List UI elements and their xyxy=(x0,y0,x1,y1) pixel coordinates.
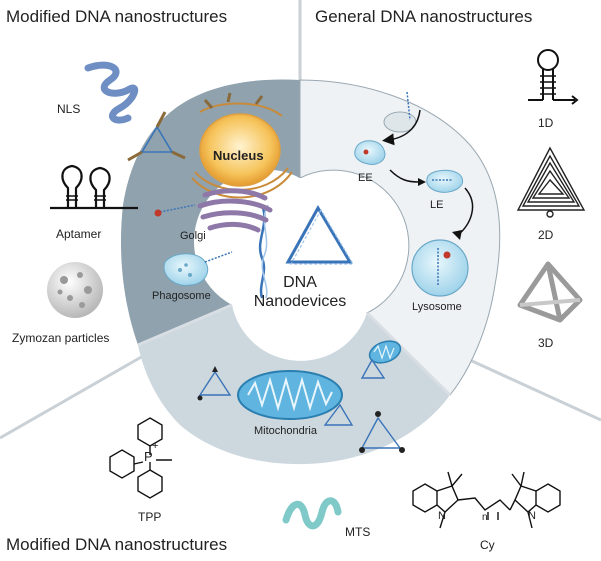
lysosome-icon xyxy=(411,239,469,297)
tpp-charge: + xyxy=(152,440,159,452)
nucleus-label: Nucleus xyxy=(213,148,264,163)
mito-dna-triangle-icons xyxy=(198,358,402,449)
dna-2d-icon xyxy=(516,146,586,218)
dna-3d-icon xyxy=(517,261,583,323)
center-label: DNA Nanodevices xyxy=(246,273,354,311)
golgi-dna-icon xyxy=(154,204,196,217)
mitochondria-icon xyxy=(237,370,343,420)
tpp-structure-icon xyxy=(109,417,172,499)
nls-label: NLS xyxy=(57,102,81,116)
arrow-to-ee-icon xyxy=(382,109,421,146)
aptamer-icon xyxy=(50,164,138,210)
cy-index: n xyxy=(482,512,488,523)
mts-icon xyxy=(282,497,342,530)
mitochondria-label: Mitochondria xyxy=(254,425,317,437)
le-label: LE xyxy=(430,199,444,211)
late-endosome-icon xyxy=(426,169,464,193)
center-label-line1: DNA xyxy=(283,274,317,291)
endocytosis-pit-icon xyxy=(383,91,417,133)
nls-dna-triangle-icon xyxy=(127,111,186,162)
mitochondria-small-icon xyxy=(368,340,402,364)
zymozan-particle-icon xyxy=(47,262,103,318)
cy-n-right: N xyxy=(528,510,536,522)
aptamer-label: Aptamer xyxy=(56,227,102,241)
section-title-top-right: General DNA nanostructures xyxy=(315,7,533,26)
golgi-label: Golgi xyxy=(180,230,206,242)
phagosome-icon xyxy=(163,251,233,286)
dna-3d-label: 3D xyxy=(538,336,554,350)
nls-icon xyxy=(84,61,139,124)
cell-region-right xyxy=(299,79,501,396)
mts-label: MTS xyxy=(345,525,371,539)
cy-n-left: N xyxy=(438,510,446,522)
tpp-phosphorus-atom: P xyxy=(144,449,153,464)
dna-2d-label: 2D xyxy=(538,228,554,242)
cy-label: Cy xyxy=(480,538,495,552)
tpp-label: TPP xyxy=(138,510,162,524)
golgi-icon xyxy=(197,188,273,233)
section-title-top-left: Modified DNA nanostructures xyxy=(6,7,228,26)
zymozan-label: Zymozan particles xyxy=(12,331,110,345)
ee-label: EE xyxy=(358,172,373,184)
early-endosome-icon xyxy=(354,140,386,165)
cy-structure-icon xyxy=(412,471,561,529)
nls-arm-icon xyxy=(203,92,264,109)
dna-1d-icon xyxy=(528,49,579,105)
mito-anchor-icons xyxy=(197,366,405,453)
center-label-line2: Nanodevices xyxy=(253,293,347,310)
nucleus-icon xyxy=(191,102,293,199)
lysosome-label: Lysosome xyxy=(412,301,462,313)
dna-1d-label: 1D xyxy=(538,116,554,130)
section-title-bottom: Modified DNA nanostructures xyxy=(6,535,228,554)
phagosome-label: Phagosome xyxy=(152,290,211,302)
arrow-to-le-icon xyxy=(389,169,419,183)
